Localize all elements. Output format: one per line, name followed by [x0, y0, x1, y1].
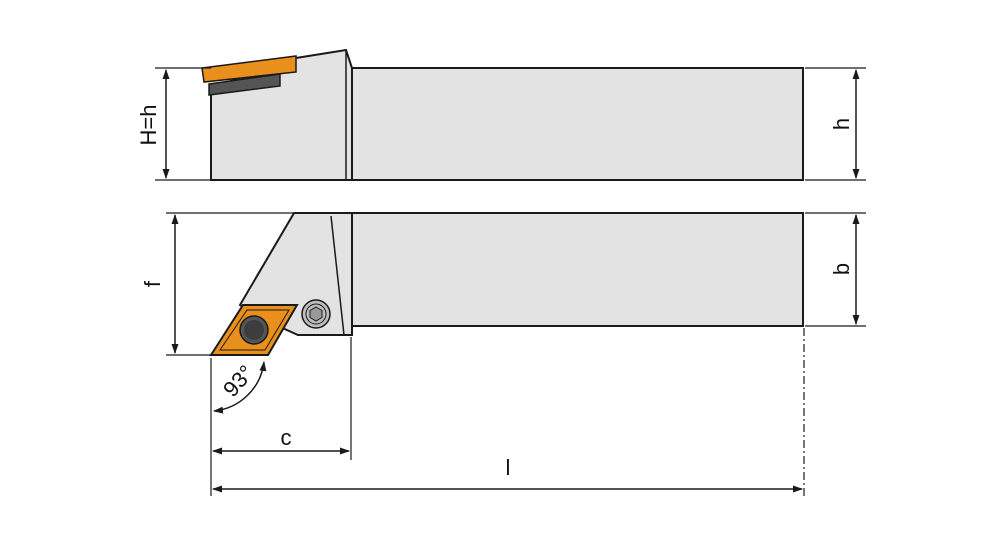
dimension-c: c [210, 337, 352, 496]
side-view-shim [208, 73, 281, 96]
angle-arc [213, 361, 267, 414]
label-height-right: h [829, 118, 854, 130]
side-view-shank [346, 67, 804, 181]
screw-ring [305, 303, 327, 325]
label-insert-offset: c [281, 425, 292, 450]
dimension-l: l [212, 328, 805, 496]
insert-edge [219, 309, 290, 351]
label-length: l [506, 455, 511, 480]
side-view [201, 48, 804, 181]
dimension-angle: 93° [210, 358, 267, 414]
screw-socket [309, 306, 323, 322]
dimension-H: H=h [136, 67, 211, 181]
dimension-b: b [805, 212, 866, 327]
insert-hole-inner [244, 320, 264, 340]
label-height-side: H=h [136, 105, 161, 146]
dimension-h: h [805, 67, 866, 181]
side-view-insert [201, 55, 297, 83]
label-angle: 93° [218, 360, 259, 401]
top-view-head-edge [330, 215, 345, 336]
label-offset: f [140, 280, 165, 287]
label-width-right: b [829, 263, 854, 275]
top-view-shank [349, 212, 804, 327]
dimension-f: f [140, 212, 294, 356]
top-view [209, 212, 804, 356]
